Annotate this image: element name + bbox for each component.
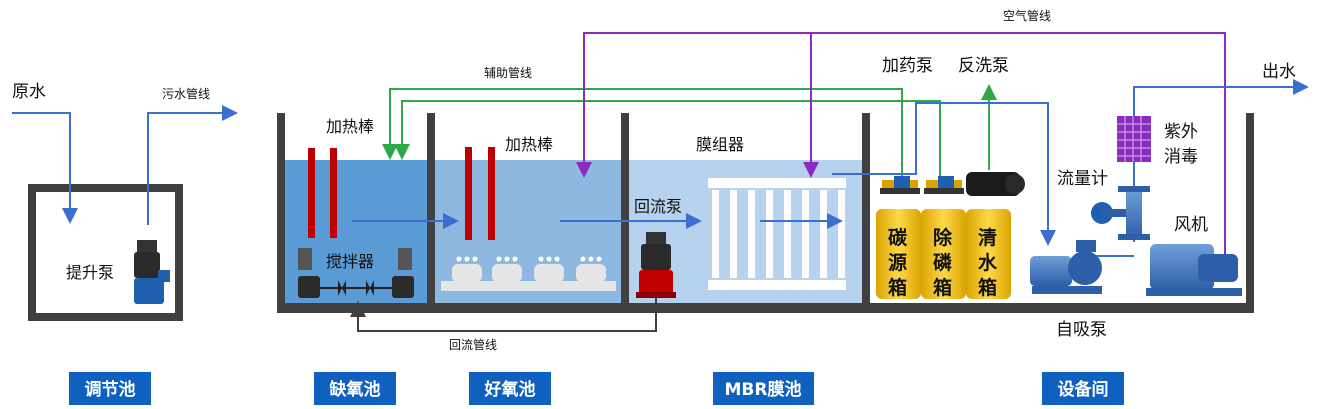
blower-label: 风机 [1174, 215, 1208, 235]
air-line-label: 空气管线 [1003, 8, 1051, 23]
flowmeter-label: 流量计 [1057, 169, 1108, 189]
aerator-diffusers [441, 256, 616, 291]
self-priming-pump-icon [1030, 240, 1102, 294]
svg-text:调节池: 调节池 [85, 379, 136, 400]
stirrer-icon [298, 248, 414, 298]
sewage-line-label: 污水管线 [162, 86, 210, 101]
section-badge-mbr: MBR膜池 [713, 372, 814, 405]
section-badge-equipment-room: 设备间 [1042, 372, 1124, 405]
svg-text:好氧池: 好氧池 [484, 379, 536, 400]
dosing-pump-label: 加药泵 [882, 56, 933, 76]
heater-label-1: 加热棒 [326, 117, 374, 136]
phosphorus-tank-label: 除 磷 箱 [933, 226, 953, 299]
self-priming-pump-label: 自吸泵 [1056, 320, 1107, 340]
uv-label-2: 消毒 [1164, 147, 1198, 167]
raw-water-label: 原水 [12, 82, 46, 102]
heater-rods-aerobic [465, 147, 495, 240]
aux-line-label: 辅助管线 [484, 65, 532, 80]
aux-line-2 [394, 100, 941, 185]
svg-text:除: 除 [933, 226, 953, 249]
return-line-label: 回流管线 [449, 337, 497, 352]
section-badge-equalization: 调节池 [69, 372, 151, 405]
svg-text:设备间: 设备间 [1058, 379, 1109, 400]
outlet-label: 出水 [1262, 62, 1296, 82]
return-pump-label: 回流泵 [634, 197, 682, 216]
backwash-pump-icon [966, 172, 1025, 196]
air-line [576, 32, 1226, 262]
svg-text:碳: 碳 [888, 226, 908, 249]
svg-text:箱: 箱 [888, 276, 907, 299]
flowmeter-icon [1091, 186, 1150, 240]
aux-line-1 [382, 88, 903, 185]
return-line [350, 297, 657, 332]
main-basin-walls [277, 113, 1254, 313]
svg-text:MBR膜池: MBR膜池 [725, 379, 802, 400]
return-pump-icon [636, 232, 676, 298]
clean-water-tank-label: 清 水 箱 [978, 226, 998, 299]
outlet-line [1133, 79, 1309, 242]
membrane-module-label: 膜组器 [696, 135, 744, 154]
membrane-module-icon [708, 178, 846, 290]
section-badge-anoxic: 缺氧池 [314, 372, 396, 405]
chemical-tanks [876, 209, 1011, 299]
dosing-pump-icons [880, 176, 964, 194]
carbon-tank-label: 碳 源 箱 [888, 226, 908, 299]
svg-text:清: 清 [978, 226, 997, 249]
svg-text:缺氧池: 缺氧池 [330, 379, 381, 400]
raw-water-line [12, 112, 78, 224]
svg-text:源: 源 [888, 251, 907, 274]
suction-line [832, 102, 1056, 246]
backwash-pump-label: 反洗泵 [958, 56, 1009, 76]
lift-pump-label: 提升泵 [66, 263, 114, 282]
sewage-line [147, 105, 238, 225]
equalization-tank [28, 184, 183, 321]
svg-text:磷: 磷 [933, 251, 952, 274]
svg-text:箱: 箱 [978, 276, 997, 299]
svg-text:水: 水 [978, 252, 998, 274]
blower-icon [1146, 244, 1242, 296]
stirrer-label: 搅拌器 [326, 252, 374, 271]
uv-sterilizer-icon [1117, 116, 1151, 162]
lift-pump-icon [134, 240, 170, 304]
heater-label-2: 加热棒 [505, 135, 553, 154]
uv-label-1: 紫外 [1164, 122, 1198, 142]
section-badge-aerobic: 好氧池 [469, 372, 551, 405]
svg-text:箱: 箱 [933, 276, 952, 299]
heater-rods-anoxic [308, 148, 337, 238]
